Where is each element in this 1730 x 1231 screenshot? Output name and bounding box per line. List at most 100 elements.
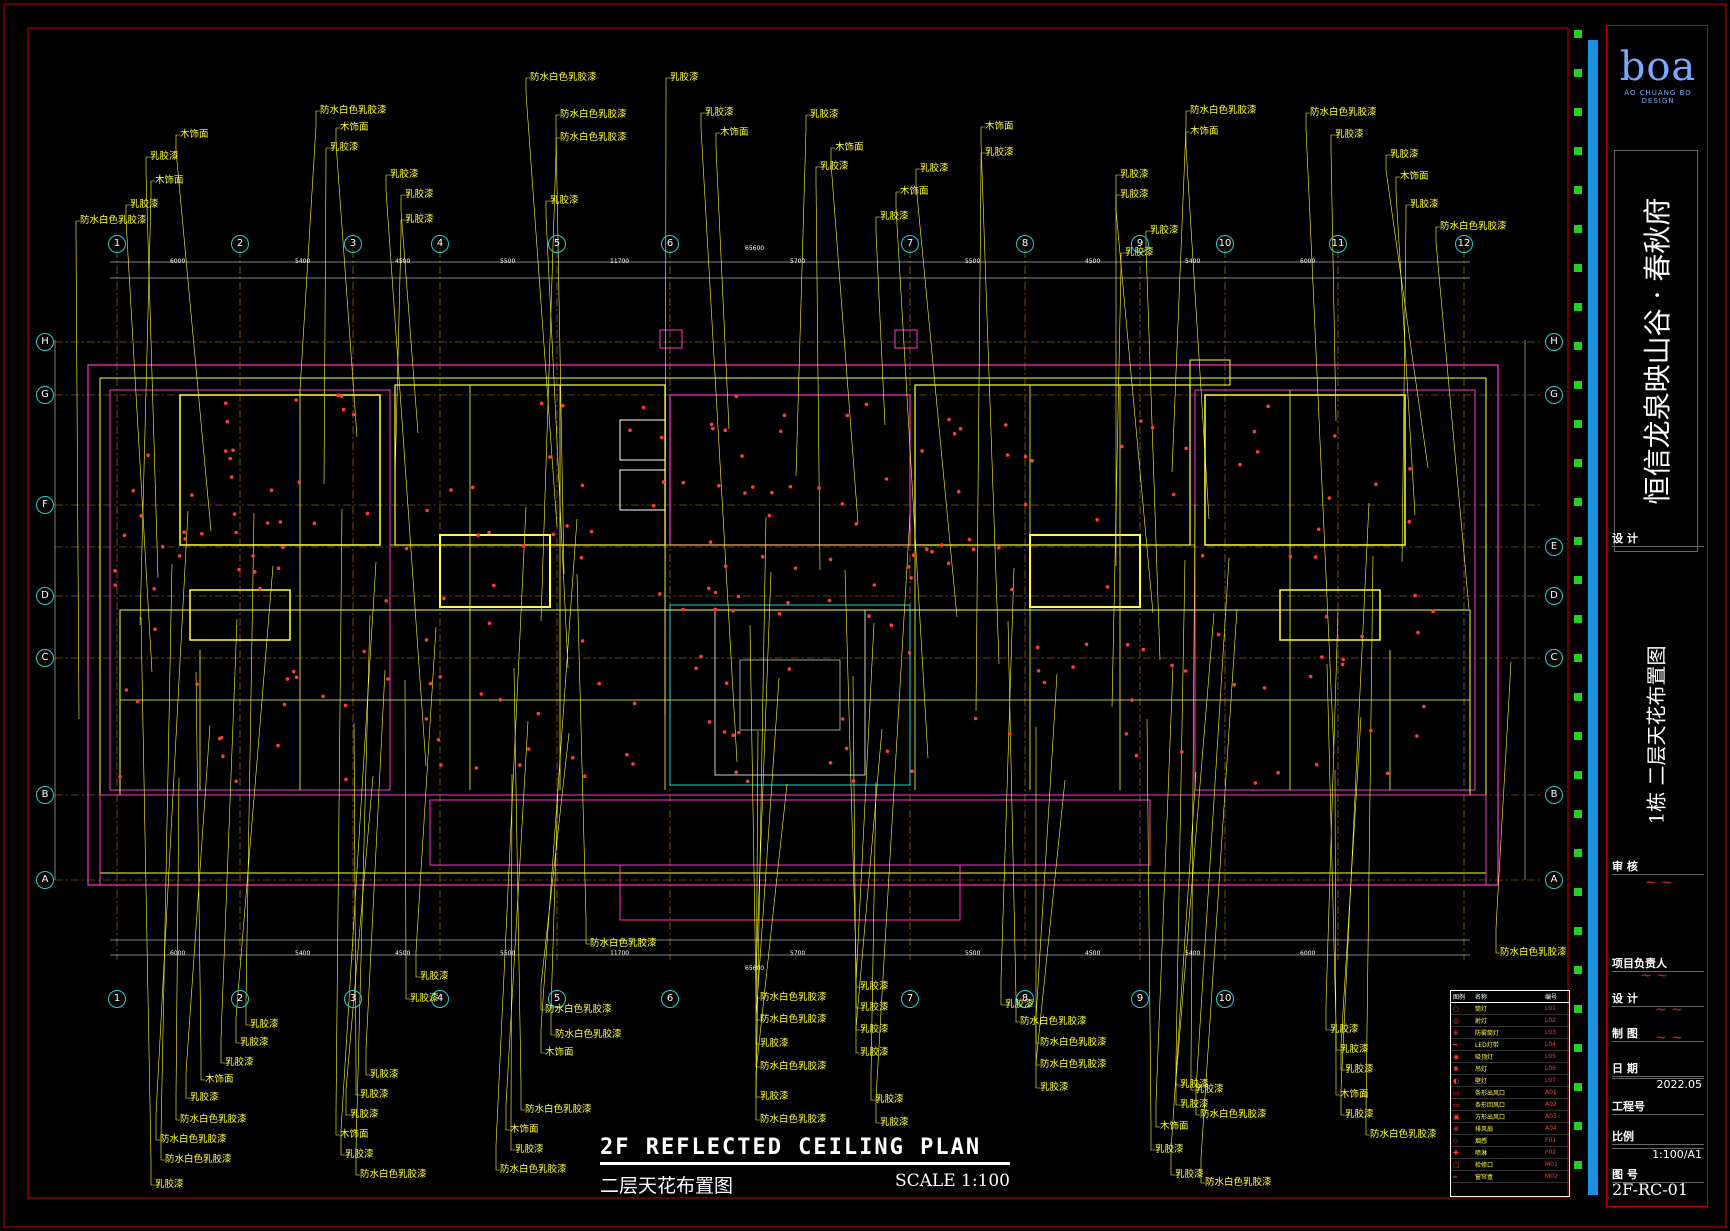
downlight-icon	[817, 486, 821, 490]
downlight-icon	[997, 545, 1001, 550]
ceiling-finish-text: 乳胶漆	[670, 72, 699, 83]
downlight-icon	[1200, 553, 1205, 558]
downlight-icon	[909, 576, 913, 580]
ceiling-finish-label: 乳胶漆	[1005, 1000, 1034, 1010]
leader-line	[1365, 555, 1374, 1136]
ceiling-finish-text: 乳胶漆	[1390, 149, 1419, 160]
leader-line	[415, 626, 437, 978]
leader-line	[875, 514, 911, 1124]
downlight-icon	[723, 428, 727, 433]
downlight-icon	[1288, 554, 1293, 559]
downlight-icon	[190, 493, 194, 497]
ceiling-finish-label: 乳胶漆	[410, 994, 439, 1004]
legend-code: L02	[1545, 1017, 1556, 1024]
downlight-icon	[940, 543, 944, 547]
ceiling-finish-label: 防水白色乳胶漆	[360, 1170, 427, 1180]
axis-bubble-4: 4	[431, 235, 449, 253]
downlight-icon	[135, 699, 140, 704]
downlight-icon	[1007, 732, 1012, 736]
downlight-icon	[551, 532, 556, 537]
downlight-icon	[1232, 683, 1237, 687]
axis-bubble-12: 12	[1455, 235, 1473, 253]
ceiling-finish-text: 防水白色乳胶漆	[1440, 221, 1507, 232]
downlight-icon	[782, 413, 787, 418]
leader-line	[245, 512, 255, 1026]
downlight-icon	[1324, 614, 1329, 619]
ceiling-finish-label: 木饰面	[1340, 1090, 1369, 1100]
downlight-icon	[793, 566, 798, 570]
ceiling-finish-text: 防水白色乳胶漆	[1040, 1059, 1107, 1070]
sheet-title-panel: 1栋 二层天花布置图	[1614, 620, 1696, 850]
legend-symbol-icon: ✱	[1453, 1064, 1459, 1073]
downlight-icon	[228, 456, 232, 461]
leader-line	[75, 220, 80, 720]
ceiling-finish-text: 乳胶漆	[705, 107, 734, 118]
downlight-icon	[1035, 645, 1040, 650]
downlight-icon	[659, 435, 664, 440]
ceiling-finish-text: 木饰面	[340, 122, 369, 133]
legend-name: LED灯带	[1475, 1042, 1499, 1049]
ceiling-finish-label: 乳胶漆	[405, 190, 434, 200]
leader-line	[1435, 226, 1470, 610]
downlight-icon	[442, 596, 446, 601]
downlight-icon	[1313, 555, 1318, 559]
leader-line	[355, 614, 371, 1176]
downlight-icon	[153, 627, 157, 631]
downlight-icon	[723, 564, 728, 569]
downlight-icon	[946, 561, 951, 566]
downlight-icon	[200, 531, 204, 536]
title-block-blue-bar	[1588, 40, 1598, 1195]
ceiling-finish-label: 乳胶漆	[515, 1145, 544, 1155]
leader-line	[576, 573, 590, 945]
downlight-icon	[570, 756, 575, 760]
ceiling-finish-text: 乳胶漆	[225, 1057, 254, 1068]
legend-name: 筒灯	[1475, 1006, 1488, 1013]
project-name: 恒信龙泉映山谷 · 春秋府	[1641, 197, 1674, 505]
downlight-icon	[864, 402, 869, 407]
downlight-icon	[182, 530, 186, 534]
downlight-icon	[844, 746, 849, 751]
ceiling-finish-text: 乳胶漆	[1125, 247, 1154, 258]
downlight-icon	[973, 716, 978, 721]
green-marker-icon	[1574, 420, 1582, 428]
leader-line	[755, 730, 760, 1068]
legend-name: 条形出风口	[1475, 1090, 1506, 1097]
legend-name: 方形出风口	[1475, 1114, 1506, 1121]
downlight-icon	[518, 763, 522, 767]
leader-line	[1334, 769, 1340, 1096]
ceiling-finish-label: 乳胶漆	[240, 1038, 269, 1048]
dimension-value: 5400	[1185, 950, 1201, 957]
ceiling-finish-label: 防水白色乳胶漆	[760, 1015, 827, 1025]
downlight-icon	[788, 484, 793, 489]
ceiling-finish-label: 木饰面	[180, 130, 209, 140]
ceiling-finish-text: 乳胶漆	[1340, 1044, 1369, 1055]
leader-line	[125, 204, 153, 673]
downlight-icon	[1333, 434, 1337, 438]
downlight-icon	[424, 638, 429, 642]
axis-bubble-E: E	[1545, 538, 1563, 556]
ceiling-finish-text: 乳胶漆	[1345, 1064, 1374, 1075]
ceiling-finish-text: 防水白色乳胶漆	[1040, 1037, 1107, 1048]
leader-line	[185, 724, 211, 1099]
downlight-icon	[952, 432, 957, 436]
leader-line	[815, 166, 821, 571]
axis-bubble-A: A	[36, 871, 54, 889]
ceiling-finish-text: 防水白色乳胶漆	[760, 1061, 827, 1072]
ceiling-finish-text: 乳胶漆	[810, 109, 839, 120]
downlight-icon	[1023, 502, 1028, 507]
axis-bubble-9: 9	[1131, 235, 1149, 253]
green-marker-icon	[1574, 264, 1582, 272]
leader-line	[1035, 673, 1058, 1044]
ceiling-finish-label: 乳胶漆	[820, 162, 849, 172]
leader-line	[1330, 134, 1337, 422]
downlight-icon	[1408, 467, 1412, 471]
downlight-icon	[885, 749, 890, 754]
ceiling-finish-text: 乳胶漆	[760, 1038, 789, 1049]
dimension-value: 4500	[395, 950, 411, 957]
green-marker-icon	[1574, 849, 1582, 857]
ceiling-finish-label: 防水白色乳胶漆	[1040, 1060, 1107, 1070]
ceiling-finish-text: 乳胶漆	[370, 1069, 399, 1080]
ceiling-finish-text: 木饰面	[340, 1129, 369, 1140]
